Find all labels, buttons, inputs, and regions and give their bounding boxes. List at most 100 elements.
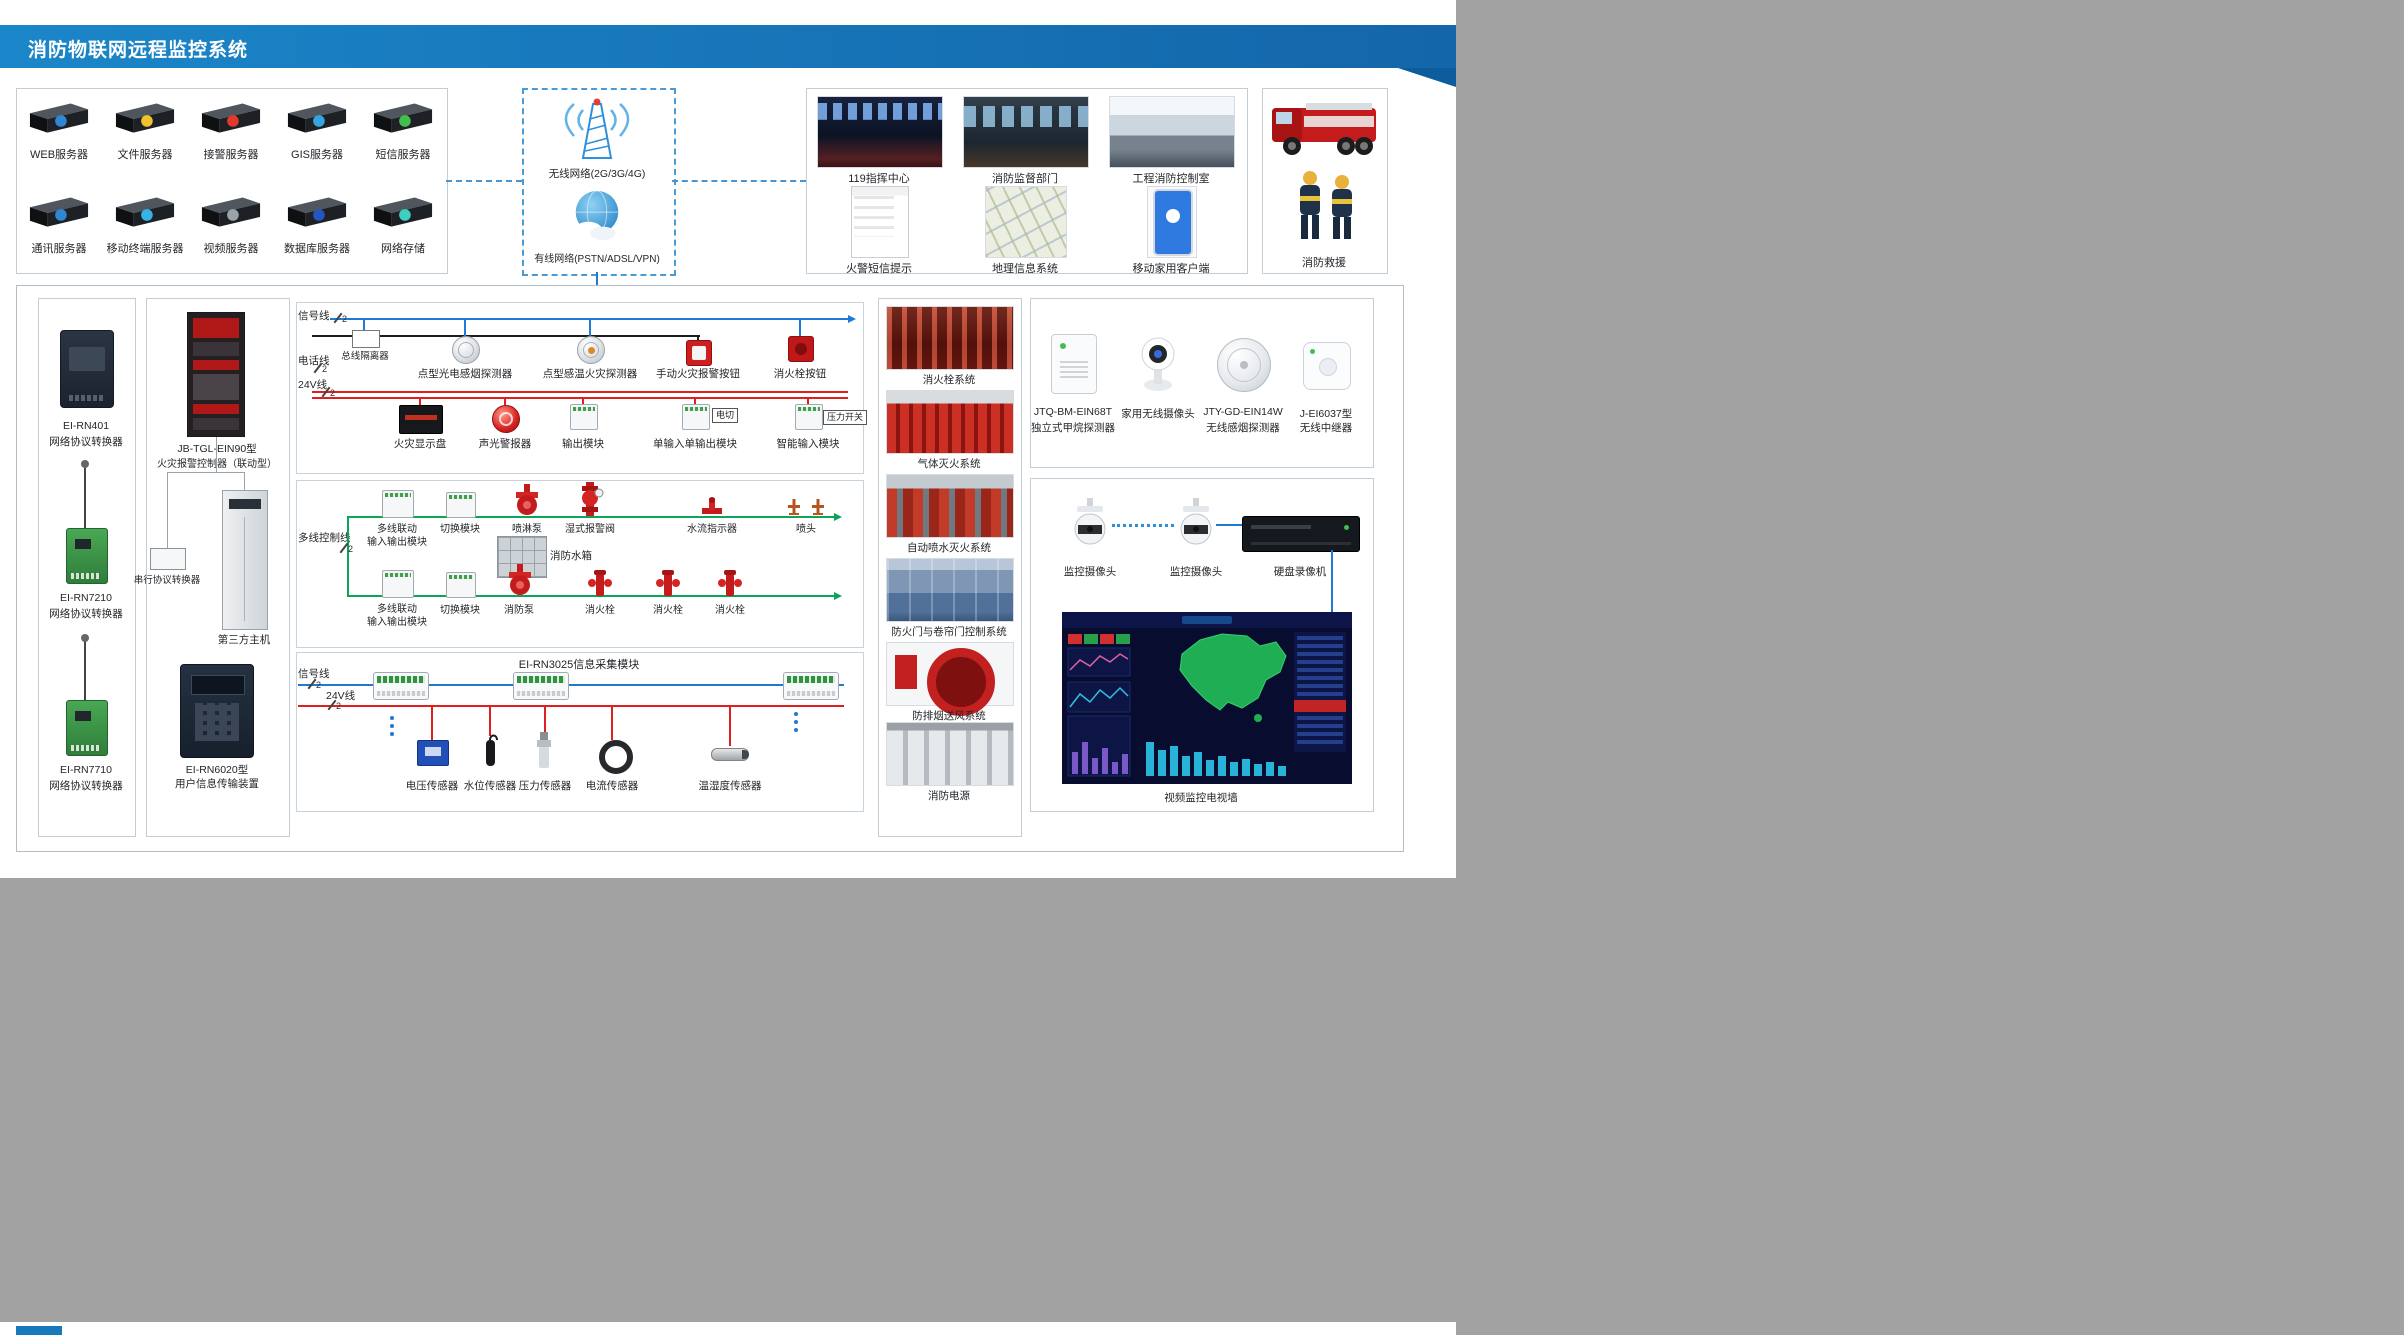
photo-fire-supervision — [963, 96, 1089, 168]
collector-module-icon — [513, 672, 569, 700]
wire-stub — [504, 399, 506, 405]
pressure-switch-tag: 压力开关 — [823, 410, 868, 425]
ellipsis-dot — [794, 712, 798, 716]
terminals — [71, 745, 101, 751]
sprinkler-icon — [788, 499, 800, 515]
wireless-device-label: 无线中继器 — [1299, 422, 1353, 434]
chip — [75, 539, 91, 549]
wire-count-tick: 2 — [321, 386, 336, 400]
output-module-icon — [570, 404, 598, 430]
header-ribbon-fold — [1398, 68, 1456, 87]
sprinkler-label: 喷头 — [796, 524, 816, 535]
fan-duct — [895, 655, 917, 689]
page-title: 消防物联网远程监控系统 — [28, 40, 249, 61]
signal-line-label: 信号线 — [298, 668, 330, 680]
command-label: 移动家用客户端 — [1132, 263, 1210, 275]
server-icon — [29, 103, 89, 133]
detector-center — [1240, 361, 1248, 369]
fire-display-panel-icon — [399, 405, 443, 434]
device-ports — [69, 395, 105, 401]
photo-sprinkler-system — [886, 474, 1014, 538]
third-party-host-label: 第三方主机 — [217, 634, 271, 646]
photo-gas-extinguishing-system — [886, 390, 1014, 454]
wire-stub — [799, 320, 801, 336]
controller-label: 火灾报警控制器（联动型） — [157, 459, 277, 470]
server-label: 短信服务器 — [375, 149, 431, 161]
v24-line-b — [312, 397, 848, 399]
wire-count-tick: 2 — [327, 699, 342, 713]
multiline-label: 多线控制线 — [298, 532, 351, 544]
converter-model: EI-RN7210 — [60, 592, 112, 604]
water-level-sensor-icon — [486, 734, 498, 766]
transmitter-screen — [191, 675, 245, 695]
wire — [167, 472, 168, 548]
fire-pump-icon — [509, 564, 531, 595]
device-label: 点型感温火灾探测器 — [542, 368, 638, 380]
spray-pump-label: 喷淋泵 — [512, 524, 542, 535]
system-label: 气体灭火系统 — [917, 458, 981, 470]
sounder-strobe-icon — [492, 405, 520, 433]
hydrant-label: 消火栓 — [715, 605, 745, 616]
server-icon — [287, 197, 347, 227]
sensor-label: 温湿度传感器 — [698, 780, 762, 792]
rescue-label: 消防救援 — [1302, 257, 1346, 269]
fire-pump-label: 消防泵 — [504, 605, 534, 616]
sensor-label: 电压传感器 — [405, 780, 459, 792]
hydrant-icon — [588, 570, 612, 596]
photo-fire-door-system — [886, 558, 1014, 622]
ellipsis-dot — [794, 728, 798, 732]
converter-rn7710-device — [66, 700, 108, 756]
wire — [244, 472, 245, 490]
wireless-device-model: J-EI6037型 — [1299, 408, 1353, 420]
transmitter-rn6020-device — [180, 664, 254, 758]
wireless-network-label: 无线网络(2G/3G/4G) — [548, 168, 646, 180]
command-label: 消防监督部门 — [992, 173, 1058, 185]
converter-label: 网络协议转换器 — [49, 436, 123, 448]
manual-call-point-icon — [686, 340, 712, 366]
network-box — [522, 88, 676, 276]
server-item: 视频服务器 — [188, 194, 274, 256]
fire-truck-image — [1272, 103, 1376, 155]
water-tank-label: 消防水箱 — [550, 550, 592, 562]
grille — [1060, 361, 1088, 381]
link-servers-network — [446, 180, 522, 182]
wire-stub — [589, 320, 591, 336]
camera-label: 监控摄像头 — [1169, 566, 1223, 578]
repeater-button — [1319, 358, 1337, 376]
server-item: 接警服务器 — [188, 100, 274, 162]
dvr-trim — [1251, 542, 1351, 545]
wireless-smoke-detector-icon — [1217, 338, 1271, 392]
wire-stub — [431, 707, 433, 740]
wire-stub — [363, 320, 365, 330]
wire — [216, 437, 217, 472]
multiline-io-module-icon — [382, 490, 414, 518]
wire-stub — [807, 399, 809, 404]
converter-model: EI-RN7710 — [60, 764, 112, 776]
hydrant-button-icon — [788, 336, 814, 362]
device-panel — [69, 347, 105, 371]
antenna-tip — [81, 634, 89, 642]
ellipsis-dot — [390, 716, 394, 720]
server-icon — [29, 197, 89, 227]
server-item: 移动终端服务器 — [102, 194, 188, 256]
transmitter-label: 用户信息传输装置 — [175, 778, 259, 790]
server-label: 通讯服务器 — [31, 243, 87, 255]
multiline-arrow-1 — [834, 513, 842, 521]
server-label: 移动终端服务器 — [106, 243, 184, 255]
methane-detector-icon — [1051, 334, 1097, 394]
hydrant-icon — [656, 570, 680, 596]
ptz-camera-icon — [1180, 498, 1212, 545]
command-label: 地理信息系统 — [992, 263, 1058, 275]
controller-model: JB-TGL-EIN90型 — [177, 443, 257, 455]
multiline-line-1 — [347, 516, 834, 518]
dvr-led — [1344, 525, 1349, 530]
server-label: 接警服务器 — [203, 149, 259, 161]
photo-fire-sms-alert — [851, 186, 909, 258]
collector-module-icon — [373, 672, 429, 700]
v24-line-label: 24V线 — [326, 690, 356, 702]
module-label-line2: 输入输出模块 — [367, 537, 427, 548]
wired-globe-icon — [574, 190, 619, 241]
switch-module-label: 切换模块 — [440, 524, 480, 535]
serial-converter-device — [150, 548, 186, 570]
server-label: 文件服务器 — [117, 149, 173, 161]
